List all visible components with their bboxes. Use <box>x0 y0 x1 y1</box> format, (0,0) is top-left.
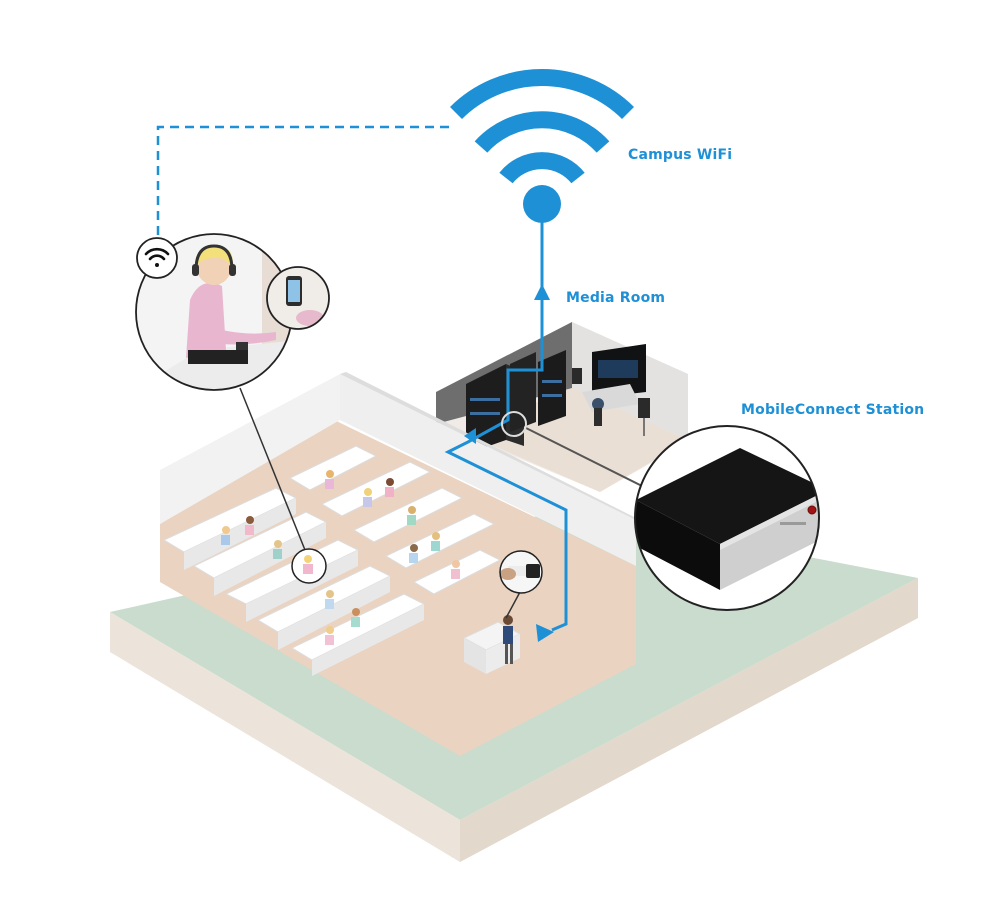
control-desk <box>572 344 650 436</box>
students <box>221 470 460 645</box>
microphone-callout <box>499 550 543 594</box>
mobileconnect-station-label: MobileConnect Station <box>741 402 925 418</box>
wifi-badge <box>136 237 178 279</box>
phone-callout <box>266 266 330 330</box>
campus-wifi-label: Campus WiFi <box>628 147 733 163</box>
lecturer-podium <box>462 615 522 674</box>
microphone-icon <box>526 564 540 578</box>
power-led-icon <box>807 505 817 515</box>
arrow-up-icon <box>464 428 476 444</box>
wifi-icon <box>144 247 170 267</box>
station-callout <box>634 425 820 611</box>
seat-callout <box>291 548 327 584</box>
connection-lines <box>156 125 647 632</box>
station-location-marker <box>501 411 527 437</box>
wifi-icon <box>450 69 634 223</box>
headphones-icon <box>192 244 236 276</box>
arrow-right-icon <box>536 624 554 642</box>
arrow-up-icon <box>534 284 550 300</box>
media-room-label: Media Room <box>566 290 666 306</box>
